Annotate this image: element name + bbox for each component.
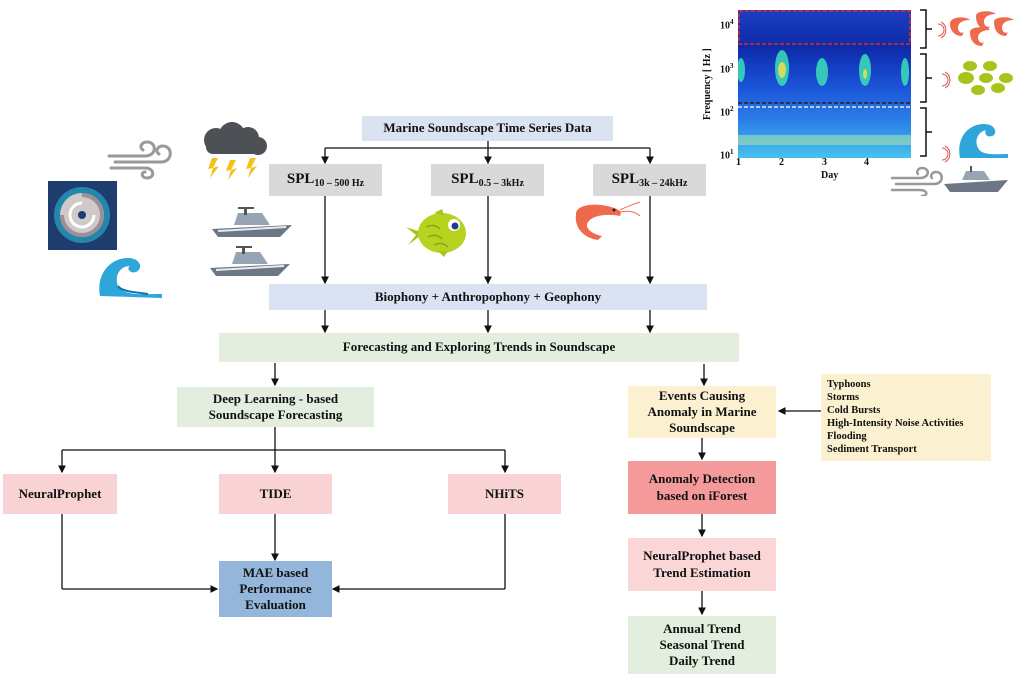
events-line1: Events Causing bbox=[658, 387, 746, 403]
ytick-10-2: 102 bbox=[720, 105, 734, 119]
neuralprophet-label: NeuralProphet bbox=[18, 485, 102, 501]
boat-icon bbox=[212, 207, 292, 237]
boat-icon bbox=[944, 166, 1008, 192]
boat-icon bbox=[210, 246, 290, 276]
ytick-10-3: 103 bbox=[720, 62, 734, 76]
xtick-4: 4 bbox=[864, 157, 869, 168]
wave-icon bbox=[941, 124, 1008, 163]
fish-icon bbox=[406, 209, 466, 257]
trend-est-line2: Trend Estimation bbox=[653, 564, 751, 580]
deep-learning-node: Deep Learning - based Soundscape Forecas… bbox=[177, 387, 374, 427]
spl-low-label: SPL10 – 500 Hz bbox=[286, 170, 365, 189]
nhits-node: NHiTS bbox=[448, 474, 561, 514]
events-line2: Anomaly in Marine bbox=[647, 403, 757, 419]
forecasting-label: Forecasting and Exploring Trends in Soun… bbox=[342, 339, 616, 355]
spl-high-label: SPL3k – 24kHz bbox=[611, 170, 688, 189]
shrimp-group-icon bbox=[937, 11, 1014, 46]
event-item: Cold Bursts bbox=[827, 405, 881, 416]
trend-annual: Annual Trend bbox=[663, 620, 741, 636]
mae-line3: Evaluation bbox=[245, 597, 306, 613]
combined-node: Biophony + Anthropophony + Geophony bbox=[269, 284, 707, 310]
anomaly-line2: based on iForest bbox=[656, 487, 748, 503]
combined-label: Biophony + Anthropophony + Geophony bbox=[374, 288, 602, 304]
mae-line2: Performance bbox=[239, 580, 312, 596]
spectrogram-image bbox=[737, 10, 911, 158]
events-anomaly-node: Events Causing Anomaly in Marine Soundsc… bbox=[628, 386, 776, 438]
source-data-label: Marine Soundscape Time Series Data bbox=[383, 120, 592, 136]
forecasting-node: Forecasting and Exploring Trends in Soun… bbox=[219, 333, 739, 362]
frequency-band-braces bbox=[920, 9, 932, 157]
events-line3: Soundscape bbox=[669, 420, 735, 436]
xtick-1: 1 bbox=[736, 157, 741, 168]
trends-node: Annual Trend Seasonal Trend Daily Trend bbox=[628, 616, 776, 674]
ytick-10-4: 104 bbox=[720, 18, 734, 32]
spl-low-node: SPL10 – 500 Hz bbox=[269, 164, 382, 196]
wind-icon bbox=[107, 140, 172, 180]
mae-line1: MAE based bbox=[242, 564, 309, 580]
anomaly-detection-node: Anomaly Detection based on iForest bbox=[628, 461, 776, 514]
wind-icon bbox=[890, 166, 943, 196]
shrimp-icon bbox=[575, 201, 641, 240]
spl-mid-node: SPL0.5 – 3kHz bbox=[431, 164, 544, 196]
mae-evaluation-node: MAE based Performance Evaluation bbox=[219, 561, 332, 617]
event-item: Typhoons bbox=[827, 379, 871, 390]
event-item: Storms bbox=[827, 392, 860, 403]
trend-seasonal: Seasonal Trend bbox=[659, 636, 745, 652]
trend-daily: Daily Trend bbox=[668, 653, 736, 669]
xtick-3: 3 bbox=[822, 157, 827, 168]
ytick-10-1: 101 bbox=[720, 148, 734, 162]
spectrogram bbox=[737, 10, 911, 158]
trend-est-line1: NeuralProphet based bbox=[643, 548, 761, 564]
source-data-node: Marine Soundscape Time Series Data bbox=[362, 116, 613, 141]
typhoon-icon bbox=[48, 181, 117, 250]
deep-learning-line2: Soundscape Forecasting bbox=[208, 407, 343, 422]
deep-learning-line1: Deep Learning - based bbox=[212, 390, 339, 406]
trend-estimation-node: NeuralProphet based Trend Estimation bbox=[628, 538, 776, 591]
anomaly-line1: Anomaly Detection bbox=[648, 471, 756, 487]
event-item: Sediment Transport bbox=[827, 444, 917, 455]
spl-mid-label: SPL0.5 – 3kHz bbox=[451, 170, 524, 189]
event-list-box: Typhoons Storms Cold Bursts High-Intensi… bbox=[821, 374, 991, 461]
nhits-label: NHiTS bbox=[484, 485, 524, 501]
spectrogram-xlabel: Day bbox=[821, 170, 839, 181]
event-item: High-Intensity Noise Activities bbox=[827, 418, 964, 429]
neuralprophet-node: NeuralProphet bbox=[3, 474, 117, 514]
xtick-2: 2 bbox=[779, 157, 784, 168]
storm-cloud-icon bbox=[204, 122, 267, 180]
event-item: Flooding bbox=[827, 431, 867, 442]
tide-label: TIDE bbox=[259, 485, 292, 501]
fish-group-icon bbox=[941, 61, 1013, 95]
spl-high-node: SPL3k – 24kHz bbox=[593, 164, 706, 196]
tide-node: TIDE bbox=[219, 474, 332, 514]
spectrogram-ylabel: Frequency [ Hz ] bbox=[702, 48, 713, 120]
wave-icon bbox=[99, 258, 162, 298]
